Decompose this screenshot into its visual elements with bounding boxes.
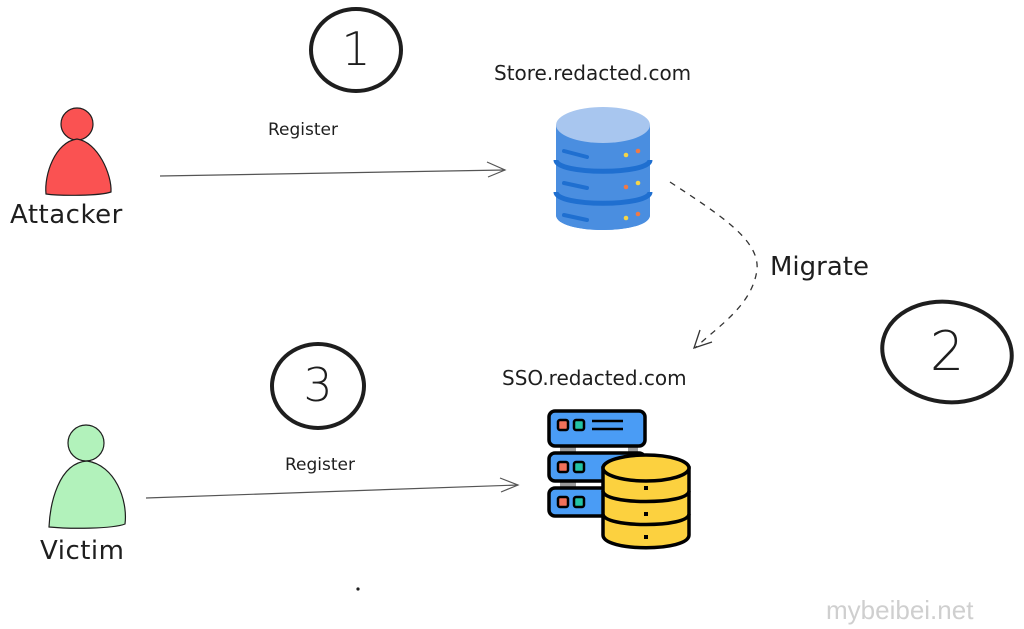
store-database-icon [553, 107, 653, 230]
attacker-register-arrow [159, 161, 507, 178]
attacker-label: Attacker [10, 200, 123, 230]
step-3-number: 3 [303, 358, 333, 412]
attacker-icon [45, 107, 112, 196]
victim-icon [48, 424, 127, 529]
store-domain-label: Store.redacted.com [494, 61, 692, 85]
sso-server-icon [547, 409, 691, 550]
migrate-arrow [669, 181, 758, 350]
sso-domain-label: SSO.redacted.com [502, 366, 687, 390]
victim-register-label: Register [285, 455, 355, 475]
attacker-register-label: Register [268, 120, 338, 140]
step-2-number: 2 [929, 320, 965, 383]
step-1-number: 1 [341, 22, 371, 76]
watermark: mybeibei.net [826, 595, 974, 625]
step-2-circle [880, 299, 1014, 405]
migrate-label: Migrate [770, 252, 869, 282]
victim-label: Victim [40, 536, 125, 566]
step-3-circle [270, 342, 366, 430]
step-1-circle [309, 7, 403, 93]
stray-dot [356, 587, 360, 591]
victim-register-arrow [145, 477, 520, 499]
